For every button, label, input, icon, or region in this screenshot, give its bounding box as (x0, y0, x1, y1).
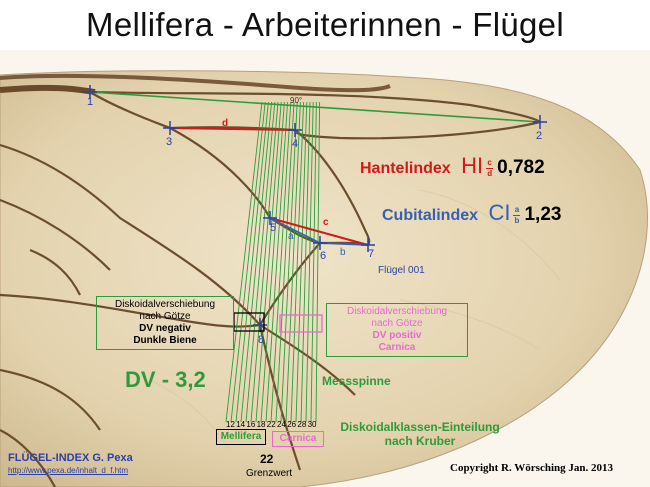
copyright: Copyright R. Wörsching Jan. 2013 (450, 462, 613, 474)
line-a (269, 217, 321, 244)
messspinne-line (310, 101, 317, 423)
line-1-2 (89, 91, 541, 123)
messspinne-line (225, 101, 263, 423)
dv-negative-line3: DV negativ (139, 323, 191, 334)
point-label-8: 8 (258, 334, 265, 346)
scale-tick-label: 22 (266, 420, 276, 429)
cubitalindex-numerator: a (514, 205, 520, 215)
messspinne-line (285, 101, 301, 423)
carnica-label: Carnica (272, 431, 324, 447)
dv-measure-box-black (233, 312, 265, 332)
dv-value: DV - 3,2 (125, 367, 206, 393)
line-b (319, 242, 369, 246)
messspinne-line (250, 101, 279, 423)
hantelindex-value: 0,782 (497, 157, 545, 178)
class-division-line1: Diskoidalklassen-Einteilung (340, 420, 500, 434)
threshold-value: 22 (260, 452, 274, 466)
messspinne-lines (225, 101, 321, 423)
scale-tick-label: 28 (297, 420, 307, 429)
scale-tick-label: 14 (236, 420, 246, 429)
messspinne-line (315, 101, 321, 423)
point-label-2: 2 (536, 130, 543, 142)
messspinne-line (275, 101, 295, 423)
cubitalindex-denominator: b (514, 216, 520, 226)
dv-negative-line1: Diskoidalverschiebung (114, 299, 216, 310)
class-division-line2: nach Kruber (384, 434, 456, 448)
leading-edge-vein (0, 73, 391, 93)
wing-illustration (0, 50, 650, 487)
mellifera-label: Mellifera (216, 429, 266, 445)
scale-tick-label: 16 (246, 420, 256, 429)
point-label-1: 1 (87, 96, 94, 108)
point-label-3: 3 (166, 136, 173, 148)
footer-link[interactable]: http://www.pexa.de/inhalt_d_f.htm (8, 466, 129, 475)
messspinne-line (235, 101, 269, 423)
messspinne-line (280, 101, 298, 423)
wing-id: Flügel 001 (378, 265, 425, 276)
messspinne-line (230, 101, 266, 423)
measurement-points (83, 85, 547, 332)
dv-number: - 3,2 (161, 367, 206, 392)
scale-tick-label: 18 (256, 420, 266, 429)
messspinne-line (240, 101, 273, 423)
hantelindex-numerator: c (487, 158, 492, 168)
messspinne-label: Messspinne (322, 374, 391, 388)
point-label-4: 4 (292, 138, 299, 150)
point-label-7: 7 (368, 248, 375, 260)
point-label-5: 5 (270, 222, 277, 234)
letter-b: b (340, 247, 346, 258)
messspinne-line (305, 101, 314, 423)
threshold-label: Grenzwert (246, 468, 293, 479)
hantelindex-denominator: d (487, 169, 493, 179)
dv-positive-line1: Diskoidalverschiebung (346, 306, 448, 317)
line-d (169, 127, 296, 131)
dv-positive-line4: Carnica (378, 342, 416, 353)
dv-positive-line2: nach Götze (371, 318, 423, 329)
cubitalindex-label: Cubitalindex (382, 207, 479, 224)
dv-measure-box-pink (279, 314, 323, 333)
messspinne-line (260, 101, 285, 423)
class-division: Diskoidalklassen-Einteilung nach Kruber (330, 420, 510, 448)
scale-tick-label: 24 (277, 420, 286, 429)
dv-positive-line3: DV positiv (372, 330, 422, 341)
letter-a: a (288, 231, 294, 242)
page-title: Mellifera - Arbeiterinnen - Flügel (0, 0, 650, 51)
messspinne-line (265, 101, 289, 423)
scale-tick-label: 30 (307, 420, 317, 429)
messspinne-line (295, 101, 308, 423)
dv-negative-line2: nach Götze (139, 311, 191, 322)
dv-negative-box: Diskoidalverschiebung nach Götze DV nega… (96, 296, 234, 350)
angle-label: 90° (290, 96, 303, 105)
wing-membrane (0, 70, 648, 487)
letter-c: c (323, 217, 329, 228)
hantelindex-label: Hantelindex (360, 160, 451, 177)
letter-d: d (222, 118, 229, 129)
scale-tick-label: 26 (287, 420, 297, 429)
messspinne-line (270, 101, 292, 423)
messspinne-line (290, 101, 305, 423)
messspinne-line (300, 101, 311, 423)
dv-negative-line4: Dunkle Biene (133, 335, 197, 346)
line-c (269, 217, 369, 246)
dv-positive-box: Diskoidalverschiebung nach Götze DV posi… (326, 303, 468, 357)
cubitalindex-symbol: CI (488, 200, 511, 225)
hantelindex-symbol: HI (461, 153, 484, 178)
messspinne-line (245, 101, 276, 423)
messspinne-line (255, 101, 282, 423)
cubitalindex-value: 1,23 (524, 204, 562, 225)
scale-tick-label: 12 (226, 420, 235, 429)
footer-credit: FLÜGEL-INDEX G. Pexa (8, 452, 133, 464)
point-label-6: 6 (320, 250, 327, 262)
dv-label: DV (125, 367, 156, 392)
